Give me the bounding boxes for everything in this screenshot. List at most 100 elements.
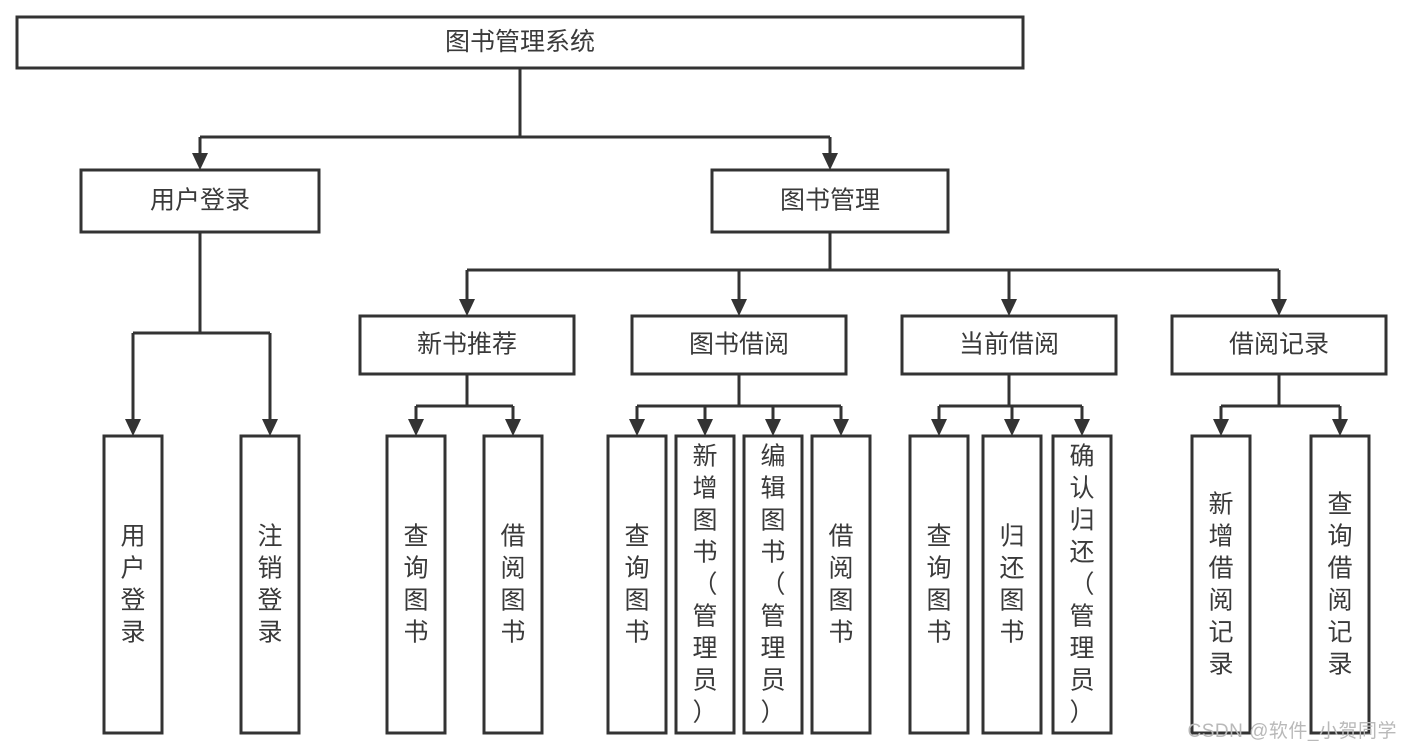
node-label-leaf-borrow-book-char-1: 阅: [828, 555, 853, 583]
node-rect-leaf-query-book-recommend[interactable]: [385, 434, 447, 735]
node-label-leaf-edit-book-admin-char-5: 管: [760, 603, 785, 631]
borrow-record-leaf-0-arrowhead: [1213, 419, 1229, 436]
leaf-node-leaf-user-login[interactable]: 用户登录: [102, 434, 164, 735]
bm-to-current-borrow-arrowhead: [1001, 299, 1017, 316]
ul-leaf-1-arrowhead: [262, 419, 278, 436]
node-label-leaf-confirm-return-admin-char-8: ）: [1069, 699, 1094, 727]
level3-node-book-borrow[interactable]: 图书借阅: [630, 314, 848, 376]
root-to-book-management-arrowhead: [822, 153, 838, 170]
node-rect-leaf-query-book-current[interactable]: [908, 434, 970, 735]
book-borrow-leaf-3-arrowhead: [833, 419, 849, 436]
node-label-leaf-edit-book-admin-char-4: （: [760, 571, 785, 599]
node-rect-root[interactable]: [15, 15, 1025, 70]
node-label-leaf-add-borrow-record-char-5: 录: [1208, 651, 1233, 679]
node-label-current-borrow: 当前借阅: [959, 331, 1059, 359]
node-label-leaf-add-borrow-record-char-3: 阅: [1208, 587, 1233, 615]
level2-node-book-management[interactable]: 图书管理: [710, 168, 950, 234]
node-rect-user-login[interactable]: [79, 168, 321, 234]
node-label-leaf-borrow-book-char-0: 借: [828, 523, 853, 551]
level3-node-new-book-recommend[interactable]: 新书推荐: [358, 314, 576, 376]
node-label-leaf-query-book-current-char-1: 询: [926, 555, 951, 583]
borrow-record-leaf-1-arrowhead: [1332, 419, 1348, 436]
node-label-root: 图书管理系统: [445, 28, 595, 56]
node-label-leaf-logout-login-char-2: 登: [257, 587, 282, 615]
node-rect-leaf-add-book-admin[interactable]: [674, 434, 736, 735]
node-label-leaf-return-book-char-0: 归: [999, 523, 1024, 551]
book-borrow-leaf-2-arrowhead: [765, 419, 781, 436]
node-label-leaf-query-book-borrow-char-0: 查: [624, 523, 649, 551]
node-label-leaf-edit-book-admin-char-8: ）: [760, 699, 785, 727]
node-rect-leaf-user-login[interactable]: [102, 434, 164, 735]
root-node-root[interactable]: 图书管理系统: [15, 15, 1025, 70]
node-rect-leaf-query-book-borrow[interactable]: [606, 434, 668, 735]
node-label-leaf-confirm-return-admin-char-6: 理: [1069, 635, 1094, 663]
node-label-leaf-user-login-char-2: 登: [120, 587, 145, 615]
node-label-leaf-add-book-admin-char-0: 新: [692, 443, 717, 471]
node-rect-leaf-query-borrow-record[interactable]: [1309, 434, 1371, 735]
node-label-leaf-query-borrow-record-char-1: 询: [1327, 523, 1352, 551]
node-label-leaf-borrow-book-char-2: 图: [828, 587, 853, 615]
level3-node-borrow-record[interactable]: 借阅记录: [1170, 314, 1388, 376]
node-label-leaf-query-book-recommend-char-1: 询: [403, 555, 428, 583]
node-rect-leaf-borrow-book[interactable]: [810, 434, 872, 735]
node-label-borrow-record: 借阅记录: [1229, 331, 1329, 359]
node-rect-leaf-confirm-return-admin[interactable]: [1051, 434, 1113, 735]
current-borrow-leaf-2-arrowhead: [1074, 419, 1090, 436]
node-label-leaf-add-book-admin-char-2: 图: [692, 507, 717, 535]
node-label-leaf-confirm-return-admin-char-1: 认: [1069, 475, 1094, 503]
node-label-leaf-borrow-book-char-3: 书: [828, 619, 853, 647]
node-label-leaf-query-borrow-record-char-5: 录: [1327, 651, 1352, 679]
node-label-leaf-logout-login-char-3: 录: [257, 619, 282, 647]
node-rect-current-borrow[interactable]: [900, 314, 1118, 376]
node-label-leaf-add-book-admin-char-7: 员: [692, 667, 717, 695]
node-label-leaf-confirm-return-admin-char-2: 归: [1069, 507, 1094, 535]
bm-to-new-book-recommend-arrowhead: [459, 299, 475, 316]
node-label-leaf-query-book-recommend-char-0: 查: [403, 523, 428, 551]
node-rect-leaf-return-book[interactable]: [981, 434, 1043, 735]
node-label-leaf-return-book-char-3: 书: [999, 619, 1024, 647]
node-label-leaf-query-borrow-record-char-0: 查: [1327, 491, 1352, 519]
node-label-leaf-confirm-return-admin-char-4: （: [1069, 571, 1094, 599]
node-label-leaf-query-borrow-record-char-2: 借: [1327, 555, 1352, 583]
node-rect-book-management[interactable]: [710, 168, 950, 234]
node-label-leaf-edit-book-admin-char-2: 图: [760, 507, 785, 535]
book-borrow-leaf-1-arrowhead: [697, 419, 713, 436]
node-label-leaf-add-book-admin-char-4: （: [692, 571, 717, 599]
node-rect-leaf-logout-login[interactable]: [239, 434, 301, 735]
node-rect-book-borrow[interactable]: [630, 314, 848, 376]
node-label-leaf-query-book-current-char-3: 书: [926, 619, 951, 647]
node-label-leaf-add-book-admin-char-6: 理: [692, 635, 717, 663]
node-label-leaf-borrow-book-recommend-char-2: 图: [500, 587, 525, 615]
node-label-leaf-edit-book-admin-char-6: 理: [760, 635, 785, 663]
node-rect-leaf-add-borrow-record[interactable]: [1190, 434, 1252, 735]
ul-leaf-0-arrowhead: [125, 419, 141, 436]
node-rect-leaf-borrow-book-recommend[interactable]: [482, 434, 544, 735]
node-label-leaf-edit-book-admin-char-7: 员: [760, 667, 785, 695]
node-rect-borrow-record[interactable]: [1170, 314, 1388, 376]
node-rect-new-book-recommend[interactable]: [358, 314, 576, 376]
node-label-leaf-add-borrow-record-char-4: 记: [1208, 619, 1233, 647]
level3-node-current-borrow[interactable]: 当前借阅: [900, 314, 1118, 376]
recommend-leaf-0-arrowhead: [408, 419, 424, 436]
node-label-book-borrow: 图书借阅: [689, 331, 789, 359]
node-label-leaf-add-borrow-record-char-0: 新: [1208, 491, 1233, 519]
current-borrow-leaf-1-arrowhead: [1004, 419, 1020, 436]
node-label-leaf-add-borrow-record-char-1: 增: [1208, 523, 1233, 551]
node-label-leaf-confirm-return-admin-char-3: 还: [1069, 539, 1094, 567]
node-rect-leaf-edit-book-admin[interactable]: [742, 434, 804, 735]
level2-node-user-login[interactable]: 用户登录: [79, 168, 321, 234]
node-label-leaf-borrow-book-recommend-char-0: 借: [500, 523, 525, 551]
